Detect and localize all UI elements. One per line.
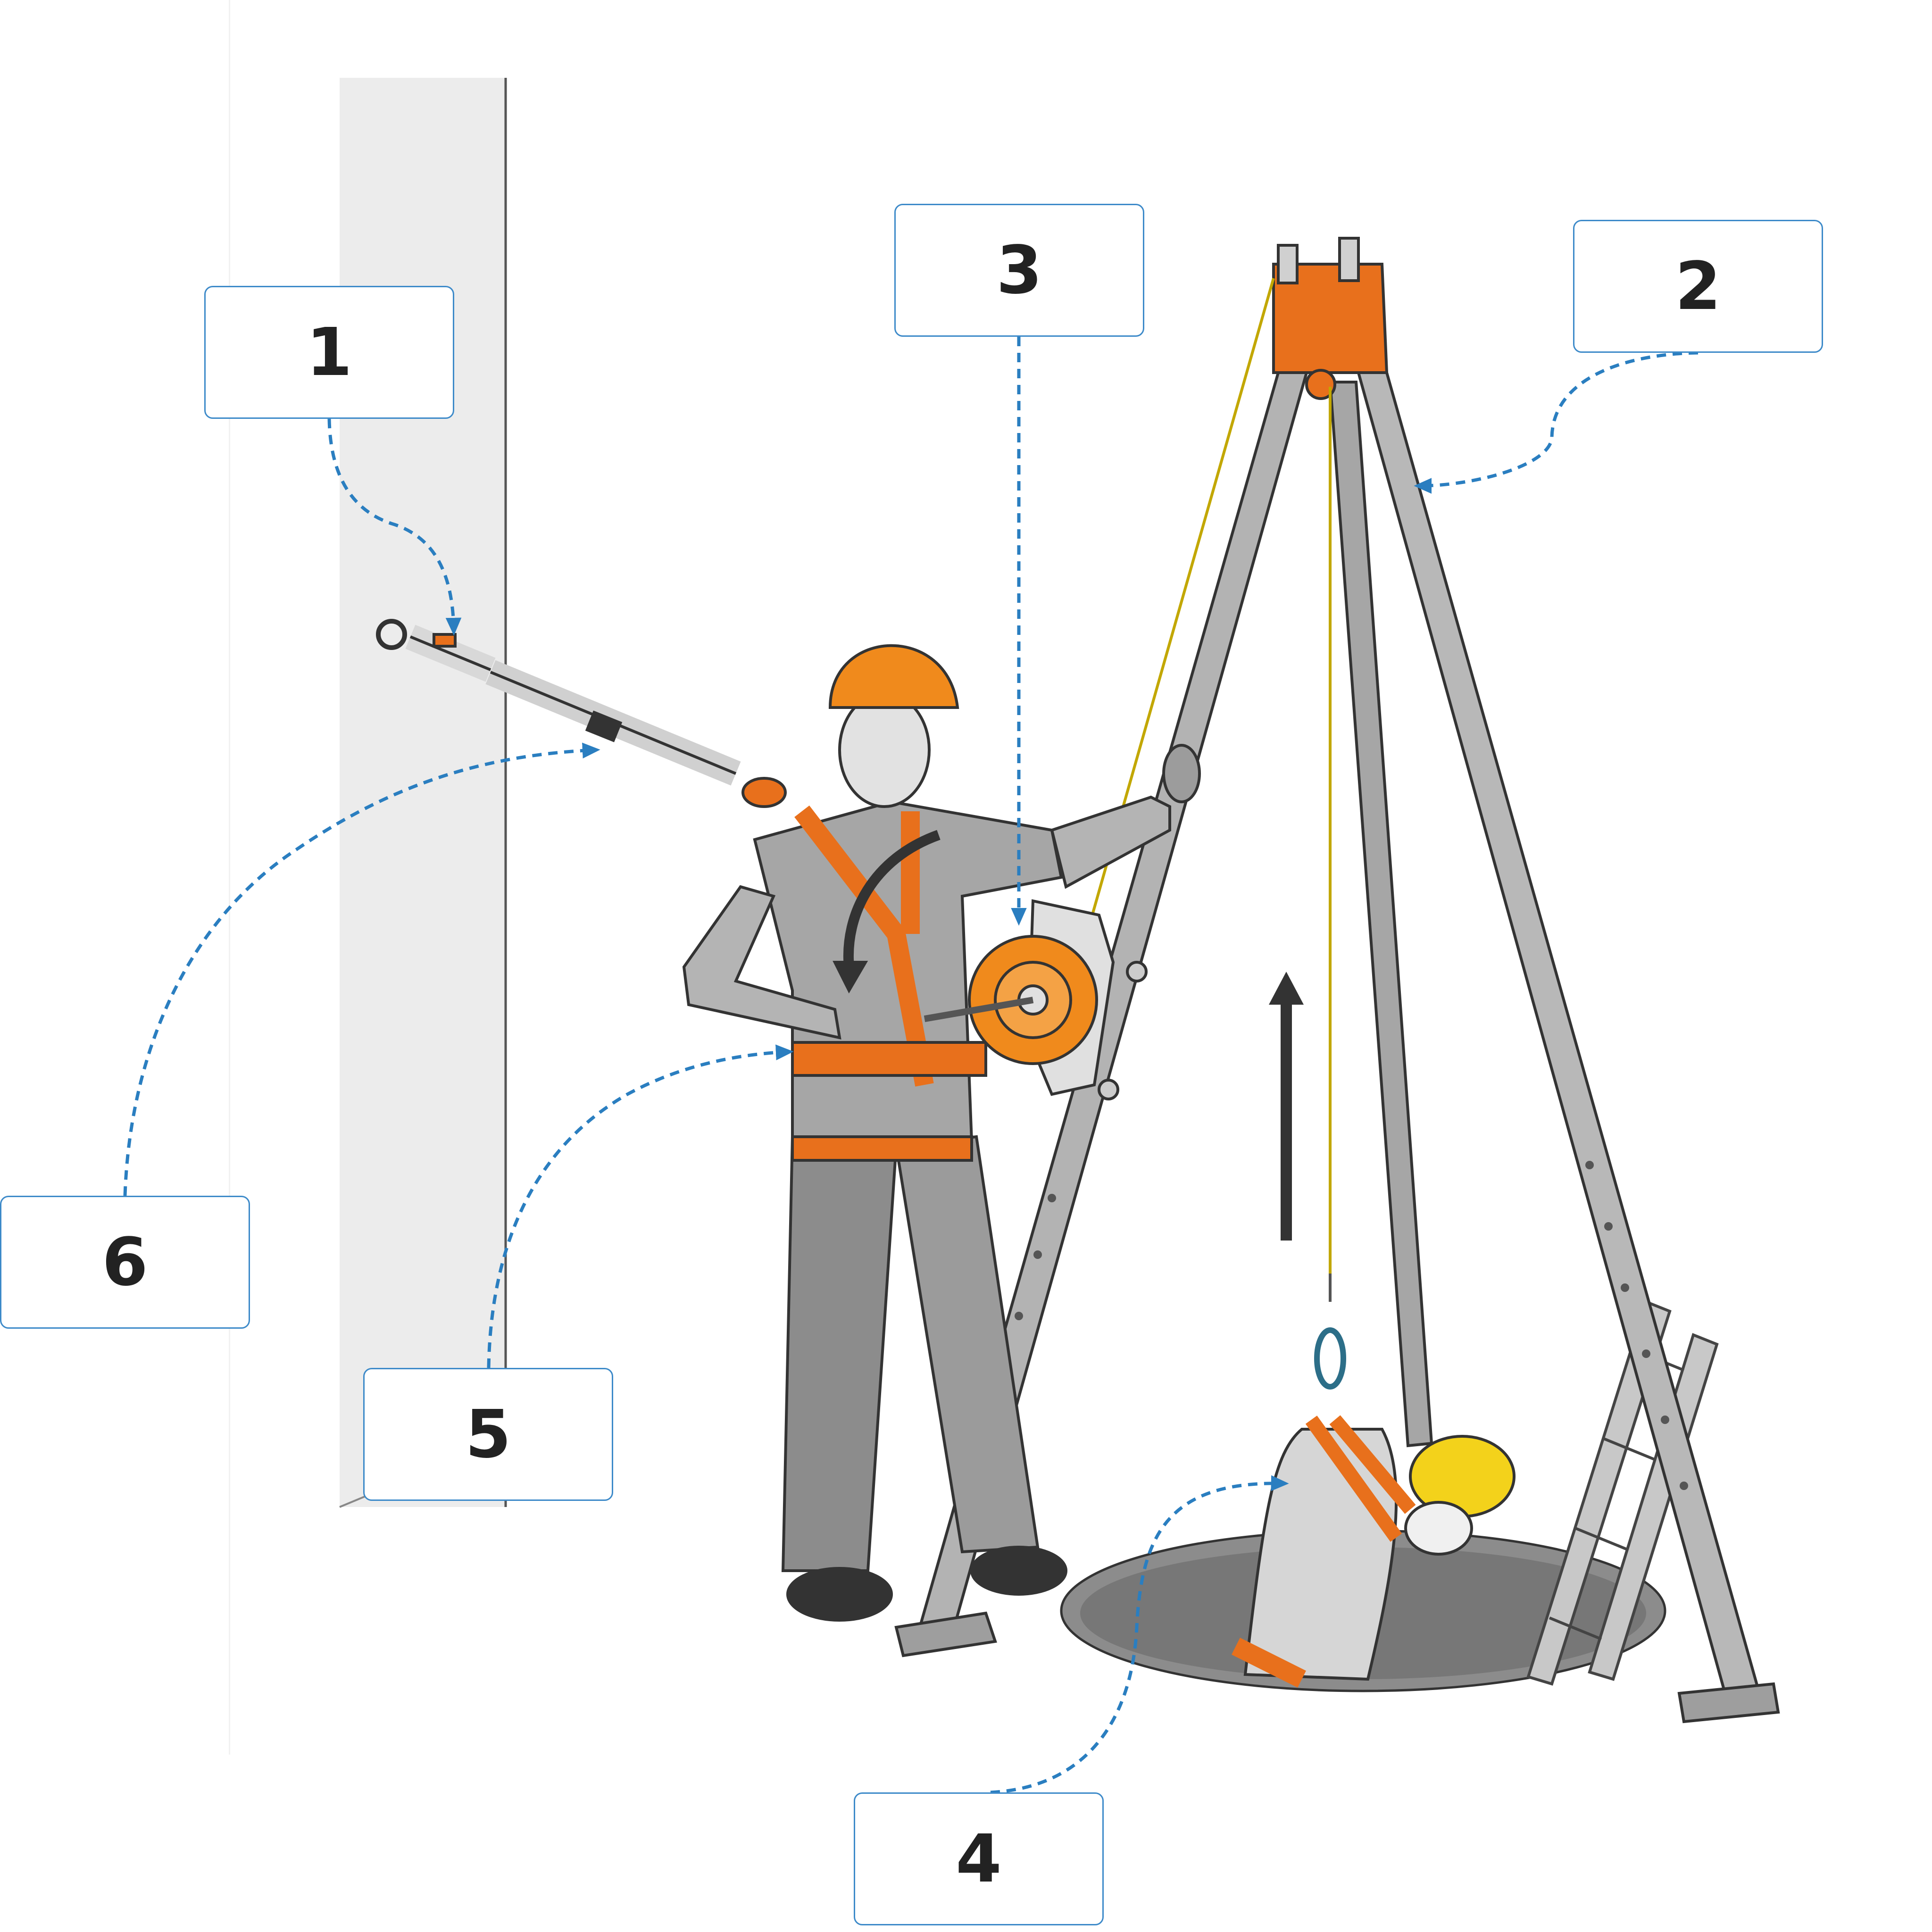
victim-figure: [1232, 1274, 1516, 1688]
callout-1: 1: [204, 286, 454, 419]
ladder-icon: [1526, 1300, 1719, 1686]
rescuer-figure: [682, 644, 1201, 1622]
leader-line-4: [990, 1475, 1289, 1794]
callout-2: 2: [1573, 220, 1823, 353]
tripod-icon: [894, 237, 1780, 1724]
leader-line-6: [123, 742, 600, 1196]
winch-rope: [1088, 278, 1332, 1274]
wall: [229, 0, 507, 1755]
crank-arrow-icon: [843, 830, 941, 967]
callout-3: 3: [894, 204, 1144, 337]
rescuer-helmet-icon: [828, 644, 959, 709]
leader-line-5: [487, 1044, 794, 1368]
callout-5: 5: [363, 1368, 613, 1501]
callout-4: 4: [854, 1792, 1104, 1925]
callout-6: 6: [0, 1196, 250, 1329]
leader-line-2: [1414, 351, 1699, 494]
leader-lines: [123, 337, 1699, 1794]
lift-arrow-icon: [1269, 972, 1304, 1241]
leader-line-1: [327, 418, 462, 636]
lanyard-icon: [376, 619, 787, 808]
winch-icon: [924, 899, 1148, 1100]
anchor-ring-icon: [376, 619, 407, 650]
